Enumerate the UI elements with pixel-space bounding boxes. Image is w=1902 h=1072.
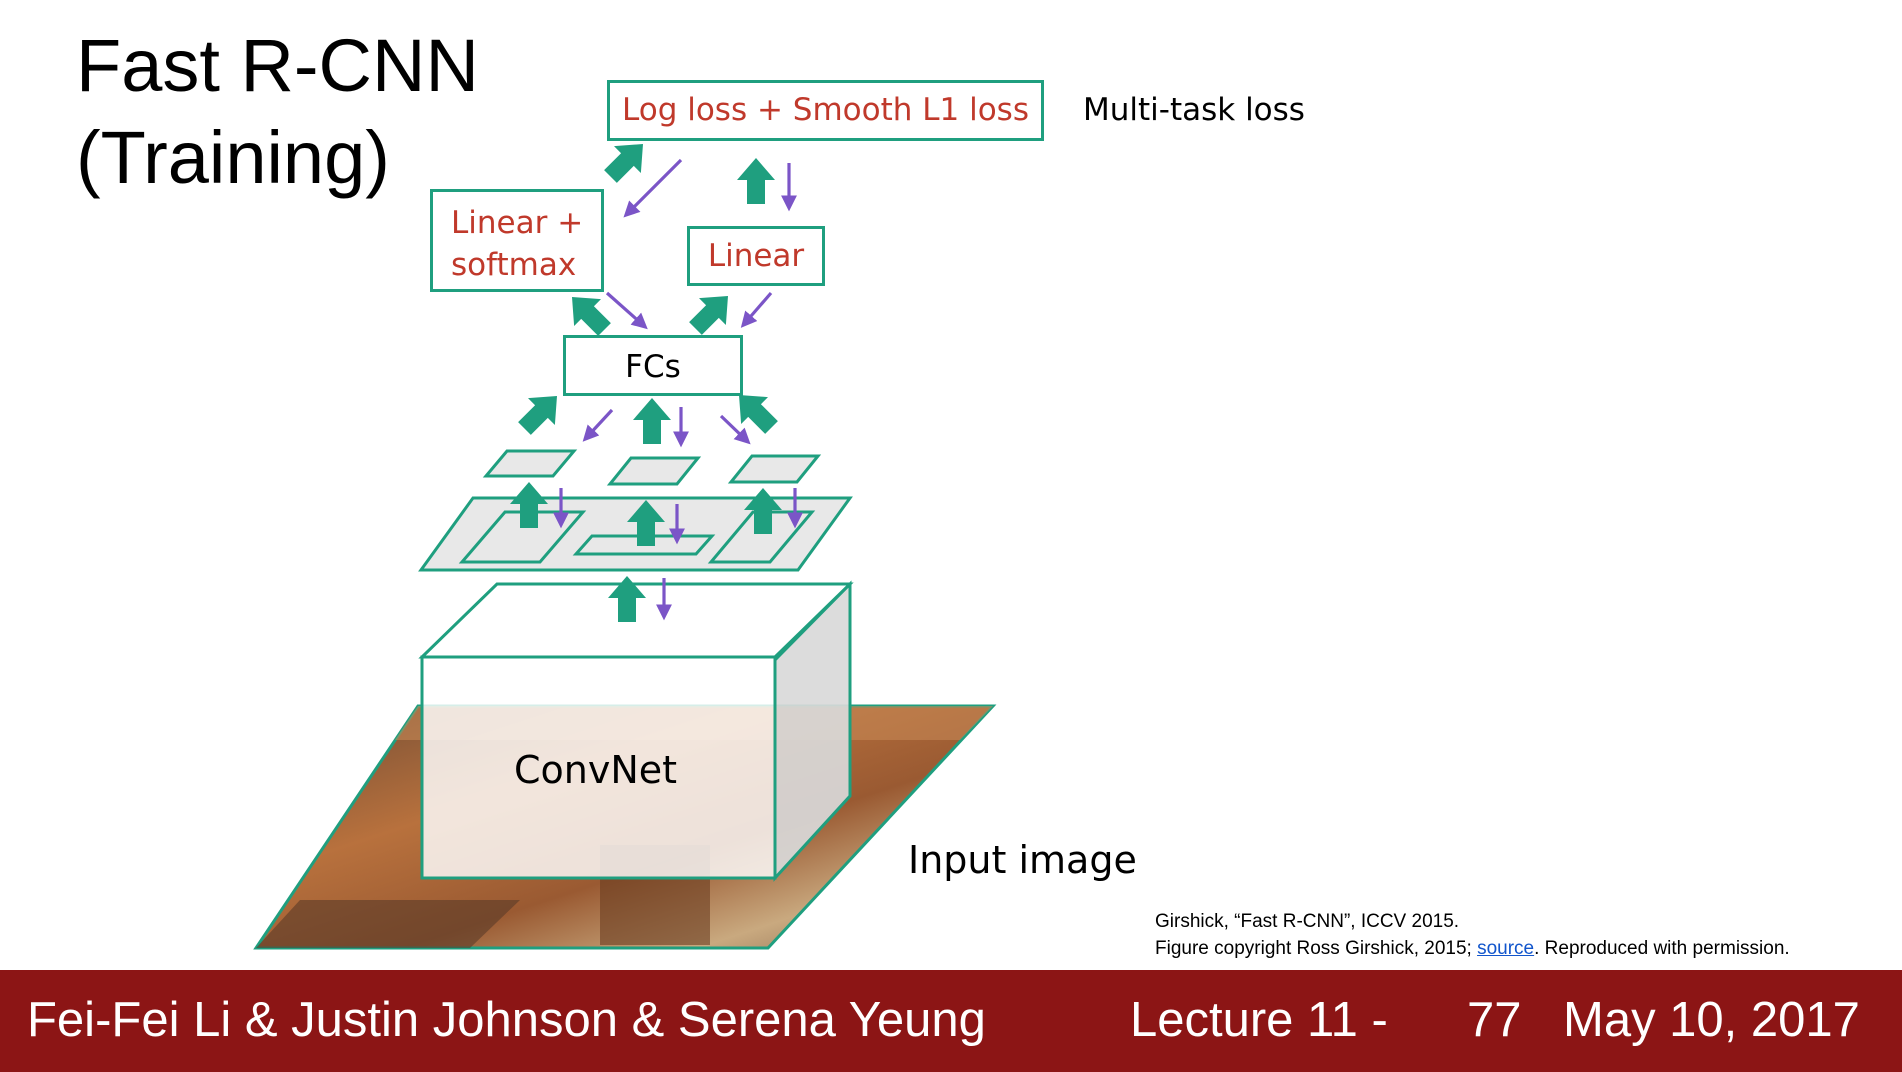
footer-page-number: 77	[1467, 993, 1522, 1047]
multi-task-loss-label: Multi-task loss	[1083, 92, 1305, 128]
citation-line2: Figure copyright Ross Girshick, 2015; so…	[1155, 935, 1790, 962]
cls-head-line1: Linear +	[451, 205, 584, 241]
convnet-box	[418, 580, 854, 882]
input-image-label: Input image	[908, 838, 1137, 882]
fast-rcnn-diagram	[253, 130, 997, 950]
footer-lecture: Lecture 11 -	[1130, 993, 1388, 1047]
citation: Girshick, “Fast R-CNN”, ICCV 2015. Figur…	[1155, 908, 1790, 962]
citation-suffix: . Reproduced with permission.	[1534, 938, 1790, 959]
fc-label: FCs	[625, 349, 681, 385]
convnet-label: ConvNet	[514, 748, 678, 792]
roi-pooled-features	[482, 449, 822, 486]
fc-box: FCs	[563, 335, 743, 396]
loss-box: Log loss + Smooth L1 loss	[607, 80, 1044, 141]
slide-title-line2: (Training)	[76, 116, 390, 199]
backward-arrows	[553, 158, 803, 621]
cls-head-line2: softmax	[451, 247, 577, 283]
footer-date: May 10, 2017	[1563, 993, 1860, 1047]
cls-head-box: Linear + softmax	[430, 189, 604, 292]
citation-prefix: Figure copyright Ross Girshick, 2015;	[1155, 938, 1478, 959]
conv-feature-map	[418, 496, 853, 572]
footer-authors: Fei-Fei Li & Justin Johnson & Serena Yeu…	[27, 993, 986, 1047]
citation-line1: Girshick, “Fast R-CNN”, ICCV 2015.	[1155, 911, 1460, 932]
reg-head-box: Linear	[687, 226, 825, 286]
footer-bar: Fei-Fei Li & Justin Johnson & Serena Yeu…	[0, 970, 1902, 1072]
reg-head-label: Linear	[707, 238, 805, 274]
source-link[interactable]: source	[1477, 938, 1535, 959]
slide-title: Fast R-CNN (Training)	[76, 20, 479, 204]
loss-box-label: Log loss + Smooth L1 loss	[622, 92, 1029, 128]
slide-title-line1: Fast R-CNN	[76, 24, 479, 107]
